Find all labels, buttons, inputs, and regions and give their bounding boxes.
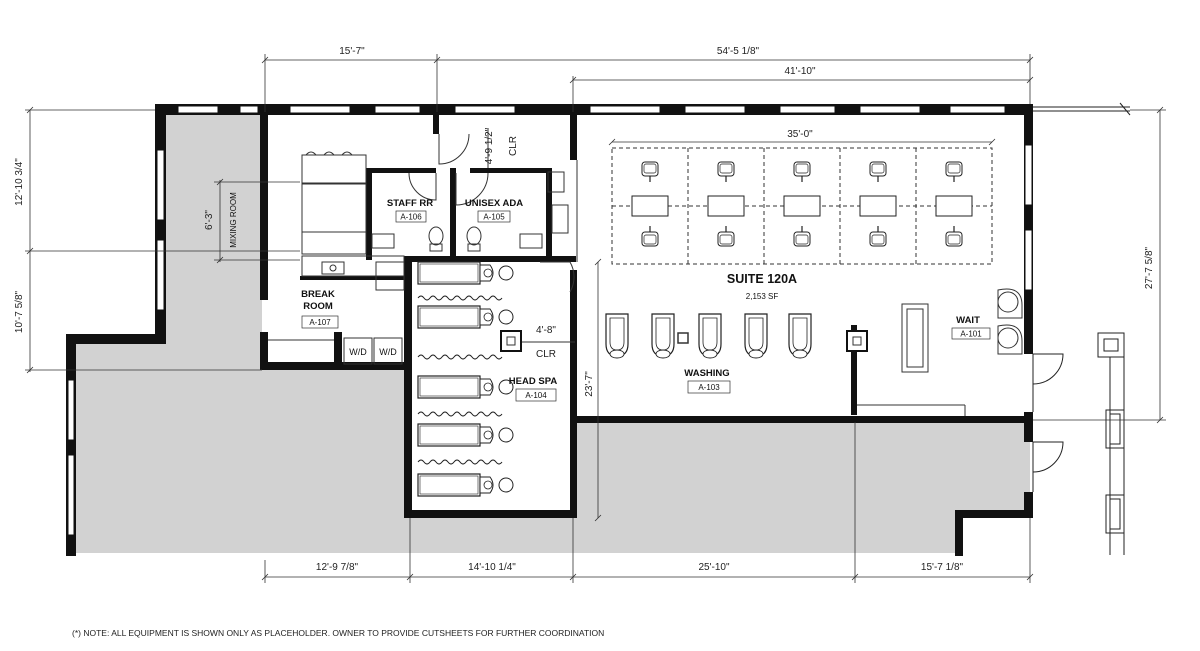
dimension-lines <box>25 54 1166 583</box>
dim-clr-horizontal: 4'-8" <box>536 325 556 336</box>
dim-top-left: 15'-7" <box>339 46 365 57</box>
room-name-break-1: BREAK <box>301 289 335 300</box>
room-name-mixing: MIXING ROOM <box>229 192 238 248</box>
dim-left-lower: 10'-7 5/8" <box>14 290 25 333</box>
dim-bottom-3: 25'-10" <box>698 562 729 573</box>
dimension-labels: 15'-7" 54'-5 1/8" 41'-10" 35'-0" 12'-10 … <box>14 46 1155 573</box>
interior-lines <box>268 128 1023 416</box>
room-tag-staff-rr: A-106 <box>400 213 422 222</box>
equipment-note: (*) NOTE: ALL EQUIPMENT IS SHOWN ONLY AS… <box>72 628 605 638</box>
head-spa-beds <box>417 261 514 497</box>
styling-stations <box>631 161 973 247</box>
room-tag-head-spa: A-104 <box>525 391 547 400</box>
washer-dryer-1: W/D <box>349 347 367 357</box>
washer-dryer-2: W/D <box>379 347 397 357</box>
dim-clr-vertical: 4'-9 1/2" <box>484 127 495 164</box>
room-name-washing: WASHING <box>684 368 729 379</box>
dim-right-height: 27'-7 5/8" <box>1144 246 1155 289</box>
room-tag-unisex-ada: A-105 <box>483 213 505 222</box>
dim-left-upper: 12'-10 3/4" <box>14 158 25 206</box>
washing-chairs <box>605 313 812 359</box>
neighbor-space-shading <box>72 108 1030 553</box>
room-name-wait: WAIT <box>956 315 980 326</box>
exterior-columns <box>1032 102 1131 555</box>
windows <box>67 105 1033 536</box>
dim-bottom-1: 12'-9 7/8" <box>316 562 359 573</box>
dim-clr-vertical-label: CLR <box>508 136 519 156</box>
dim-clr-horizontal-label: CLR <box>536 349 556 360</box>
dim-mixing-room: 6'-3" <box>204 210 215 230</box>
dim-tables-width: 35'-0" <box>787 129 813 140</box>
room-name-staff-rr: STAFF RR <box>387 198 433 209</box>
dim-top-overall: 54'-5 1/8" <box>717 46 760 57</box>
room-name-suite: SUITE 120A <box>727 272 797 286</box>
room-tag-washing: A-103 <box>698 383 720 392</box>
room-tag-break: A-107 <box>309 318 331 327</box>
room-labels: STAFF RR A-106 UNISEX ADA A-105 BREAK RO… <box>229 192 991 402</box>
room-name-unisex-ada: UNISEX ADA <box>465 198 523 209</box>
dim-bottom-2: 14'-10 1/4" <box>468 562 516 573</box>
dim-head-spa-depth: 23'-7" <box>584 371 595 397</box>
room-name-break-2: ROOM <box>303 301 333 312</box>
room-tag-wait: A-101 <box>960 330 982 339</box>
dim-bottom-4: 15'-7 1/8" <box>921 562 964 573</box>
room-area-suite: 2,153 SF <box>746 292 779 301</box>
dim-top-suite: 41'-10" <box>784 66 815 77</box>
room-name-head-spa: HEAD SPA <box>509 376 558 387</box>
